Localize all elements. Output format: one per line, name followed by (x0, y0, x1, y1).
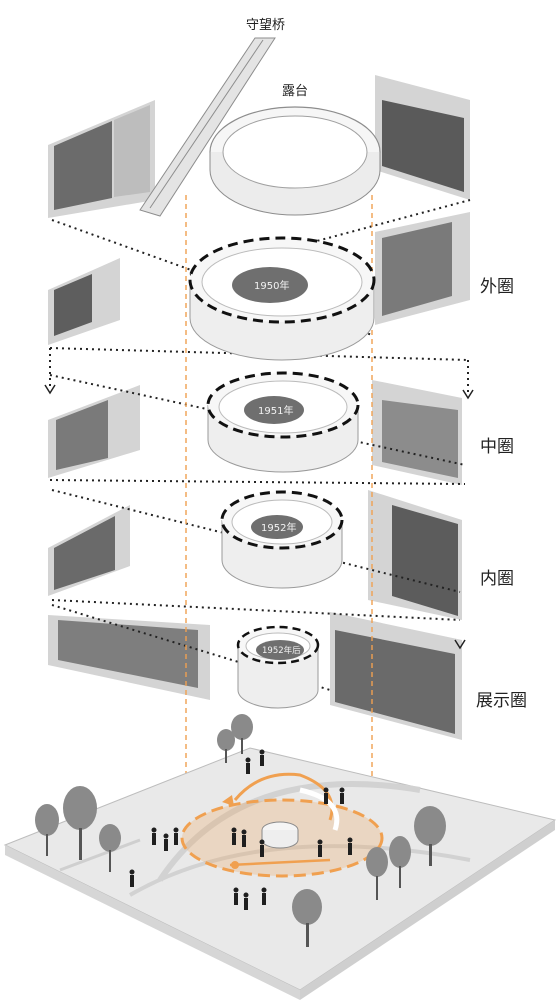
inner-ring: 1952年 (220, 490, 344, 589)
tree (366, 847, 388, 900)
photo-panel-right-5 (330, 612, 462, 740)
person (317, 839, 323, 857)
photo-panel-left-1 (48, 100, 155, 218)
person (163, 833, 169, 851)
tree (35, 804, 59, 856)
person (173, 827, 179, 845)
tree (99, 824, 121, 872)
person (245, 757, 251, 774)
label-exhibition-ring: 展示圈 (476, 691, 527, 711)
person (151, 827, 157, 845)
tree (292, 889, 322, 947)
year-label-exhibition: 1952年后 (262, 645, 301, 656)
photo-panel-right-4 (368, 490, 462, 620)
photo-panel-left-4 (48, 505, 130, 596)
label-bridge: 守望桥 (246, 18, 286, 33)
year-disc-exhibition (256, 640, 304, 660)
year-disc-outer (232, 267, 308, 303)
year-label-middle: 1951年 (258, 404, 293, 417)
middle-ring: 1951年 (206, 371, 360, 473)
tree (389, 836, 411, 888)
label-inner-ring: 内圈 (480, 569, 514, 589)
label-outer-ring: 外圈 (480, 277, 514, 297)
person (129, 869, 135, 887)
exhibition-ring: 1952年后 (236, 625, 320, 709)
person (241, 829, 247, 847)
label-terrace: 露台 (282, 84, 309, 99)
photo-panel-right-2 (375, 212, 470, 325)
person (347, 837, 353, 855)
tree (414, 806, 446, 866)
site-pavilion (261, 787, 340, 849)
person (259, 749, 265, 766)
terrace-ring (209, 106, 381, 216)
watch-bridge (139, 37, 276, 217)
tree (217, 729, 235, 763)
people (129, 749, 353, 910)
person (233, 887, 239, 905)
photo-panel-right-1 (375, 75, 470, 200)
year-label-inner: 1952年 (261, 521, 296, 534)
site-base (3, 747, 556, 1000)
photo-panel-right-3 (372, 380, 462, 485)
year-disc-inner (251, 515, 303, 539)
photo-panel-left-3 (48, 385, 140, 478)
tree (63, 786, 97, 860)
person (243, 892, 249, 910)
person (231, 827, 237, 845)
tree (231, 714, 253, 754)
photo-panel-left-5 (48, 615, 210, 700)
person (323, 787, 329, 804)
person (261, 887, 267, 905)
person (259, 839, 265, 857)
photo-panel-left-2 (48, 258, 120, 345)
outer-ring: 1950年 (188, 236, 376, 361)
trees (35, 714, 446, 947)
person (339, 787, 345, 804)
year-label-outer: 1950年 (254, 279, 289, 292)
label-middle-ring: 中圈 (480, 437, 514, 457)
year-disc-middle (244, 396, 304, 424)
flow-arrows (44, 384, 474, 650)
